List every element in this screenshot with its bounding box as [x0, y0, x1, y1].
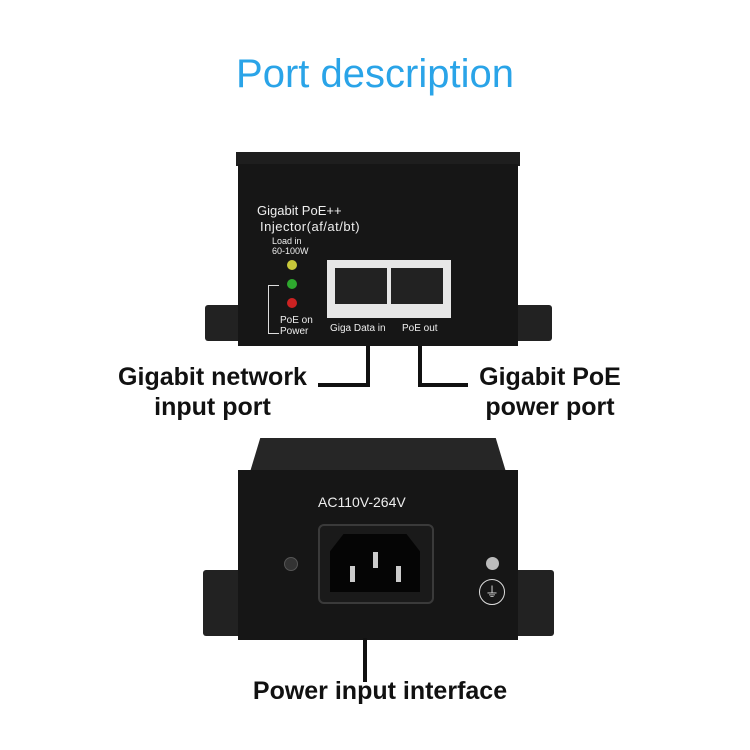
callout-line — [318, 383, 370, 387]
port-frame — [327, 260, 451, 318]
load-line2: 60-100W — [272, 246, 309, 256]
led-label1: PoE on — [280, 315, 313, 326]
iec-power-socket[interactable] — [318, 524, 434, 604]
led-yellow — [287, 260, 297, 270]
voltage-label: AC110V-264V — [318, 494, 406, 510]
model-line2: Injector(af/at/bt) — [260, 219, 361, 234]
callout-right-line2: power port — [485, 393, 615, 421]
led-label2: Power — [280, 326, 309, 337]
ground-screw-icon — [486, 557, 499, 570]
socket-pin — [373, 552, 378, 568]
port1-label: Giga Data in — [330, 323, 386, 334]
load-line1: Load in — [272, 236, 302, 246]
model-line1: Gigabit PoE++ — [257, 203, 342, 218]
led-bracket — [268, 285, 279, 334]
callout-line — [366, 346, 370, 386]
device-top — [250, 438, 506, 472]
socket-recess — [330, 534, 420, 592]
callout-line — [418, 383, 468, 387]
led-green — [287, 279, 297, 289]
rj45-port-data-in[interactable] — [335, 268, 387, 304]
callout-line — [418, 346, 422, 386]
right-flange — [512, 305, 552, 341]
ground-symbol-icon: ⏚ — [479, 579, 505, 605]
led-red — [287, 298, 297, 308]
socket-pin — [396, 566, 401, 582]
right-flange — [512, 570, 554, 636]
device-top — [236, 152, 520, 166]
callout-bottom: Power input interface — [252, 677, 508, 705]
callout-right-line1: Gigabit PoE — [479, 363, 621, 391]
callout-left-line1: Gigabit network — [118, 363, 307, 391]
callout-left: Gigabit network input port — [100, 362, 325, 422]
socket-pin — [350, 566, 355, 582]
rj45-port-poe-out[interactable] — [391, 268, 443, 304]
page-title: Port description — [236, 52, 514, 96]
callout-line — [363, 638, 367, 682]
callout-right: Gigabit PoE power port — [460, 362, 640, 422]
port2-label: PoE out — [402, 323, 438, 334]
callout-left-line2: input port — [154, 393, 271, 421]
screw-icon — [284, 557, 298, 571]
